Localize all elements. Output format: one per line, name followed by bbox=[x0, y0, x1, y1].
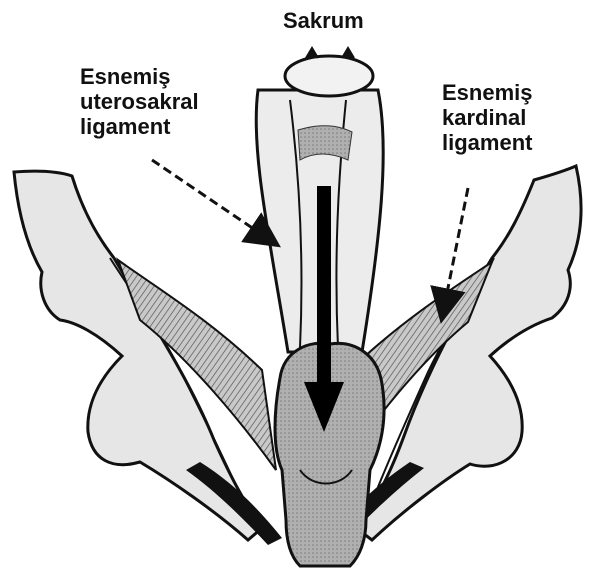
kardinal-ligament-label: Esnemiş kardinal ligament bbox=[442, 80, 533, 155]
uterosakral-ligament-label: Esnemiş uterosakral ligament bbox=[80, 64, 199, 139]
sakrum-label: Sakrum bbox=[283, 8, 364, 33]
sakrum-label-text: Sakrum bbox=[283, 8, 364, 33]
uterosakral-label-line-3: ligament bbox=[80, 114, 199, 139]
kardinal-label-line-3: ligament bbox=[442, 130, 533, 155]
dashed-arrow-icon bbox=[152, 160, 276, 244]
kardinal-label-line-2: kardinal bbox=[442, 105, 533, 130]
kardinal-label-line-1: Esnemiş bbox=[442, 80, 533, 105]
uterosakral-label-line-1: Esnemiş bbox=[80, 64, 199, 89]
uterosakral-label-line-2: uterosakral bbox=[80, 89, 199, 114]
sacral-promontory bbox=[285, 48, 373, 96]
